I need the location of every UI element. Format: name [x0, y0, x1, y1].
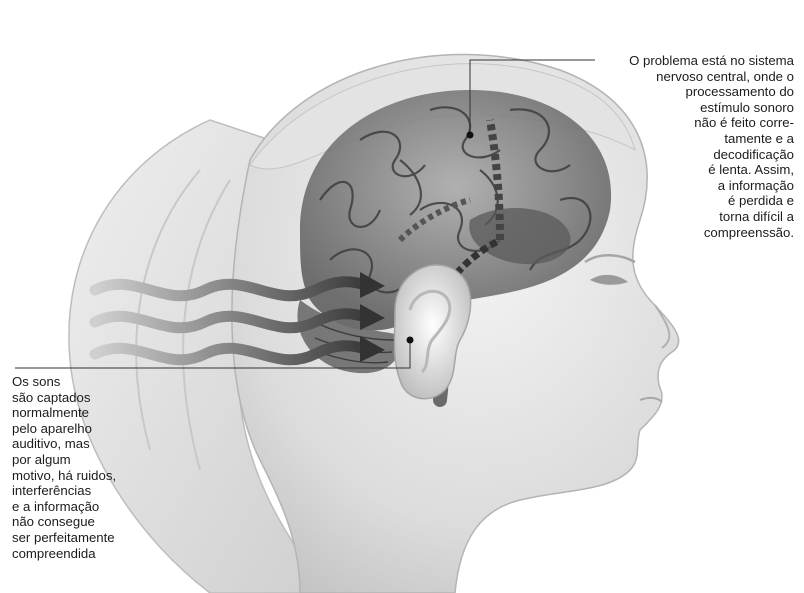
annotation-line: pelo aparelho: [12, 421, 116, 437]
annotation-line: e a informação: [12, 499, 116, 515]
annotation-line: tamente e a: [629, 131, 794, 147]
annotation-line: é lenta. Assim,: [629, 162, 794, 178]
annotation-line: não é feito corre-: [629, 115, 794, 131]
annotation-line: decodificação: [629, 147, 794, 163]
annotation-line: é perdida e: [629, 193, 794, 209]
annotation-hearing-apparatus: Os sons são captados normalmente pelo ap…: [12, 374, 116, 561]
annotation-line: estímulo sonoro: [629, 100, 794, 116]
annotation-line: ser perfeitamente: [12, 530, 116, 546]
annotation-line: auditivo, mas: [12, 436, 116, 452]
annotation-line: torna difícil a: [629, 209, 794, 225]
marker-dot: [467, 132, 474, 139]
annotation-line: processamento do: [629, 84, 794, 100]
annotation-line: compreendida: [12, 546, 116, 562]
annotation-line: compreenssão.: [629, 225, 794, 241]
annotation-line: motivo, há ruidos,: [12, 468, 116, 484]
wave-arrowheads: [360, 272, 385, 362]
annotation-line: interferências: [12, 483, 116, 499]
annotation-central-nervous-system: O problema está no sistema nervoso centr…: [629, 53, 794, 240]
annotation-line: por algum: [12, 452, 116, 468]
annotation-line: Os sons: [12, 374, 116, 390]
annotation-line: a informação: [629, 178, 794, 194]
annotation-line: nervoso central, onde o: [629, 69, 794, 85]
annotation-line: são captados: [12, 390, 116, 406]
annotation-line: O problema está no sistema: [629, 53, 794, 69]
marker-dot: [407, 337, 414, 344]
annotation-line: normalmente: [12, 405, 116, 421]
annotation-line: não consegue: [12, 514, 116, 530]
